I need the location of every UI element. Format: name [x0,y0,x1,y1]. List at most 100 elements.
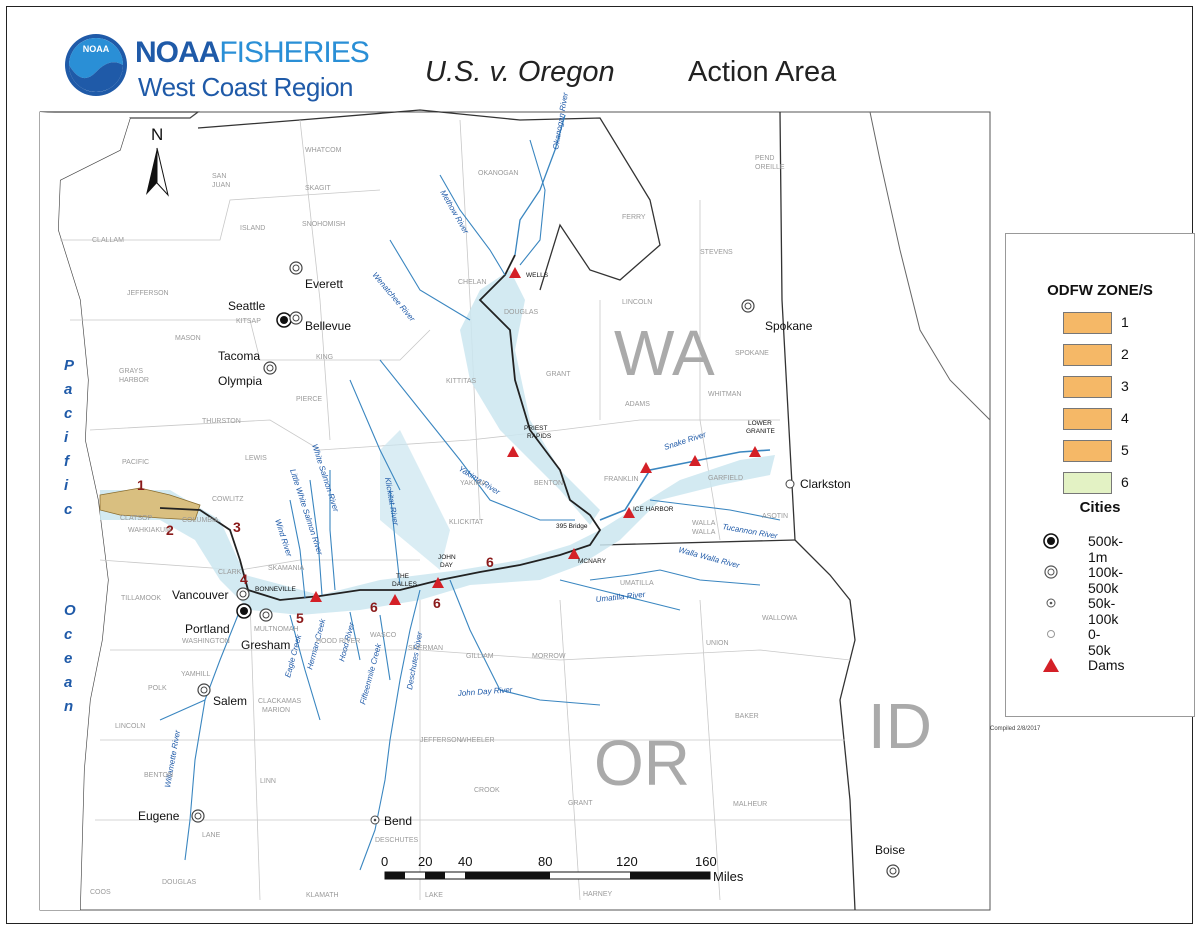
river-label-john-day: John Day River [457,685,514,698]
city-label-salem: Salem [213,694,247,708]
county-label: MARION [262,707,290,714]
county-label: WASHINGTON [182,638,230,645]
county-label: KITTITAS [446,378,477,385]
city-bellevue-icon[interactable] [289,311,303,325]
dam-label-granite: GRANITE [746,428,776,435]
zone-marker-5: 5 [296,610,304,626]
border-id-mt [869,111,991,421]
county-label: GRANT [568,800,593,807]
county-label-line: WALLA [692,529,716,536]
north-arrow: N [146,125,169,197]
city-portland-icon[interactable] [236,603,252,619]
city-bend-icon[interactable] [370,815,380,825]
legend-cities-title: Cities [1079,499,1121,516]
ocean-letter: n [64,698,73,715]
dam-the-dalles-icon[interactable] [389,594,401,605]
county-label: KING [316,354,333,361]
dam-mcnary-icon[interactable] [568,548,580,559]
county-label: KITSAP [236,318,261,325]
county-label: LINCOLN [622,299,652,306]
zone-marker-6b: 6 [433,595,441,611]
city-eugene-icon[interactable] [191,809,205,823]
county-label: STEVENS [700,249,733,256]
city-spokane-icon[interactable] [741,299,755,313]
county-label-line: JUAN [212,182,230,189]
city-gresham-icon[interactable] [259,608,273,622]
dam-label-ice-harbor: ICE HARBOR [633,506,674,513]
county-label: THURSTON [202,418,241,425]
county-label: SNOHOMISH [302,221,345,228]
county-label: UNION [706,640,729,647]
county-label: SPOKANE [735,350,769,357]
city-label-gresham: Gresham [241,638,290,652]
legend-city-label: 50k-100k [1088,595,1119,627]
dam-lower-granite-icon[interactable] [749,446,761,457]
dam-lower-monumental-icon[interactable] [640,462,652,473]
county-label: MULTNOMAH [254,626,299,633]
city-vancouver-icon[interactable] [236,587,250,601]
legend-zone-label: 1 [1121,314,1129,330]
columbia-upper [514,114,566,256]
double-ring-icon [1044,565,1058,579]
map-frame [6,6,1193,924]
dot-ring-icon [1046,598,1056,608]
city-everett-icon[interactable] [289,261,303,275]
scale-tick-80: 80 [538,854,552,869]
county-label-line: GRAYS [119,368,143,375]
county-label: LINN [260,778,276,785]
city-salem-icon[interactable] [197,683,211,697]
dam-ice-harbor-icon[interactable] [623,507,635,518]
dam-bonneville-icon[interactable] [310,591,322,602]
dam-label-john: JOHN [438,554,456,561]
border-wa-id [779,111,796,541]
city-label-everett: Everett [305,277,344,291]
city-label-spokane: Spokane [765,319,813,333]
city-clarkston-icon[interactable] [785,479,795,489]
dam-wells-icon[interactable] [509,267,521,278]
county-label: HOOD RIVER [316,638,360,645]
city-label-eugene: Eugene [138,809,180,823]
city-boise-icon[interactable] [886,864,900,878]
legend-zone-swatch [1063,376,1112,398]
state-label-wa: WA [614,317,715,389]
legend-city-label: 0-50k [1088,626,1111,658]
bullseye-large-icon [1043,533,1059,549]
dam-john-day-icon[interactable] [432,577,444,588]
border-or-id [794,539,856,911]
county-label: JEFFERSON [420,737,462,744]
legend-zone-label: 3 [1121,378,1129,394]
dam-priest-rapids-icon[interactable] [507,446,519,457]
county-label: COOS [90,889,111,896]
city-labels: Everett Seattle Bellevue Tacoma Olympia … [138,277,905,857]
scale-unit: Miles [713,869,744,884]
county-label: OKANOGAN [478,170,518,177]
dam-label-wells: WELLS [526,272,549,279]
zone-marker-3: 3 [233,519,241,535]
city-symbols [191,261,900,878]
zone-markers: 1 2 3 4 5 6 6 6 [137,477,494,626]
ocean-letter: O [64,602,76,619]
dam-little-goose-icon[interactable] [689,455,701,466]
legend-zone-label: 2 [1121,346,1129,362]
legend-zone-swatch [1063,408,1112,430]
ocean-letter: f [64,453,71,470]
city-seattle-icon[interactable] [276,312,292,328]
county-label: FERRY [622,214,646,221]
city-tacoma-icon[interactable] [263,361,277,375]
map-title-case: U.S. v. Oregon [425,56,615,88]
river-label-walla-walla: Walla Walla River [677,545,740,570]
scale-seg-1 [385,872,405,879]
scale-bar: 0 20 40 80 120 160 Miles [381,854,744,884]
action-area-yakima [380,430,450,570]
bridge-label: 395 Bridge [556,523,588,530]
scale-tick-0: 0 [381,854,388,869]
ocean-letter: P [64,357,75,374]
dam-label-mcnary: MCNARY [578,558,607,565]
city-label-bellevue: Bellevue [305,319,351,333]
map-title-area: Action Area [688,56,837,88]
legend-city-label: 100k-500k [1088,564,1124,596]
